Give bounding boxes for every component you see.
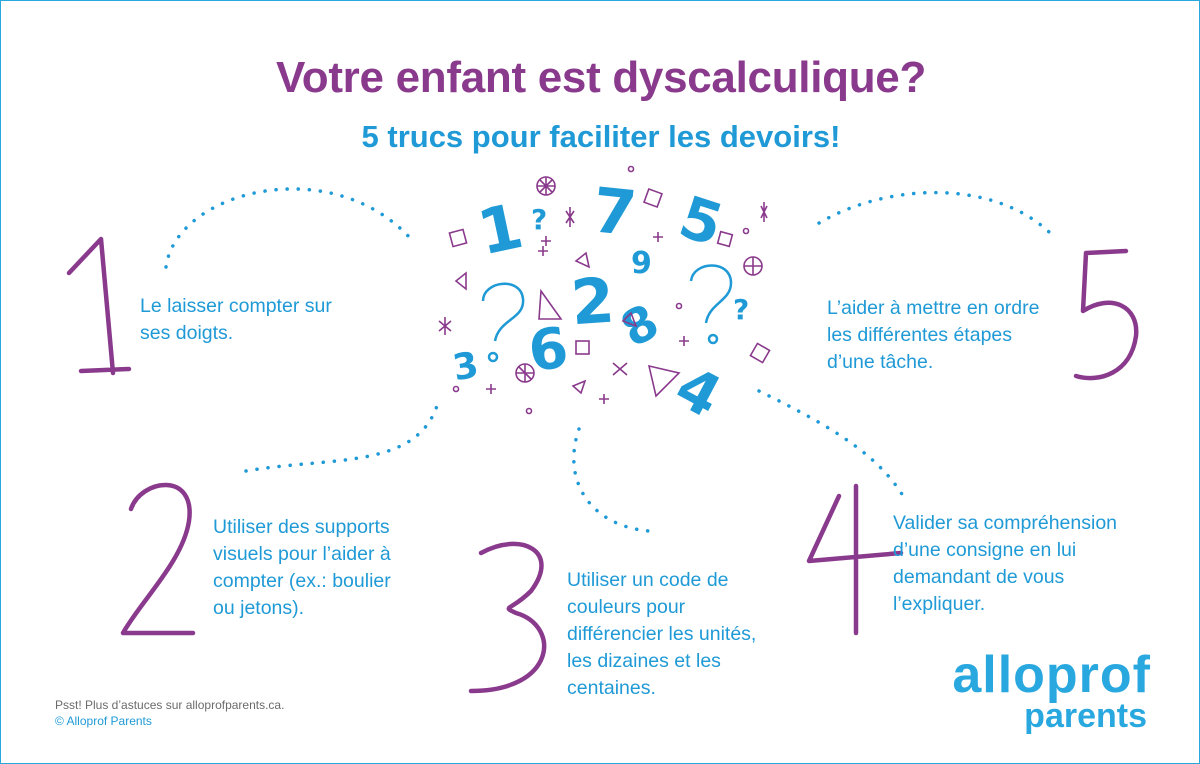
dotted-connector-1 — [164, 187, 413, 269]
big-number-4 — [806, 483, 904, 636]
svg-text:1: 1 — [472, 189, 529, 269]
footer-copyright: © Alloprof Parents — [55, 714, 152, 728]
dotted-connector-5 — [817, 190, 1058, 241]
tip-3-text: Utiliser un code de couleurs pour différ… — [567, 569, 757, 699]
svg-text:?: ? — [733, 293, 749, 326]
svg-text:7: 7 — [589, 173, 640, 250]
decorative-shapes — [438, 165, 771, 415]
svg-text:9: 9 — [631, 246, 652, 281]
tip-5-text: L’aider à mettre en ordre les différente… — [827, 297, 1040, 373]
tip-2-text: Utiliser des supports visuels pour l’aid… — [213, 516, 391, 619]
svg-text:4: 4 — [665, 352, 733, 431]
big-number-5 — [1073, 248, 1139, 381]
big-number-1 — [66, 236, 132, 376]
svg-text:3: 3 — [450, 345, 482, 390]
svg-text:2: 2 — [569, 263, 617, 339]
svg-text:?: ? — [531, 203, 547, 236]
big-number-2 — [120, 482, 196, 636]
dotted-connector-2 — [244, 397, 441, 473]
alloprof-logo: alloprof — [952, 646, 1151, 704]
dotted-connector-4 — [757, 389, 908, 503]
dotted-connector-3 — [572, 427, 651, 533]
svg-text:6: 6 — [525, 315, 573, 385]
svg-text:8: 8 — [612, 294, 668, 359]
page-title: Votre enfant est dyscalculique? — [275, 53, 927, 102]
svg-text:5: 5 — [671, 182, 730, 259]
page-subtitle: 5 trucs pour faciliter les devoirs! — [361, 119, 841, 154]
outlined-question-marks — [481, 264, 733, 363]
tip-4-text: Valider sa compréhension d’une consigne … — [893, 512, 1118, 615]
big-number-3 — [468, 541, 547, 694]
alloprof-logo-sub: parents — [1024, 697, 1147, 735]
center-number-cluster: 1 7 5 2 8 6 4 3 9 ? ? — [450, 173, 749, 431]
footer-note: Psst! Plus d’astuces sur alloprofparents… — [55, 698, 285, 712]
tip-1-text: Le laisser compter sur ses doigts. — [140, 295, 332, 344]
